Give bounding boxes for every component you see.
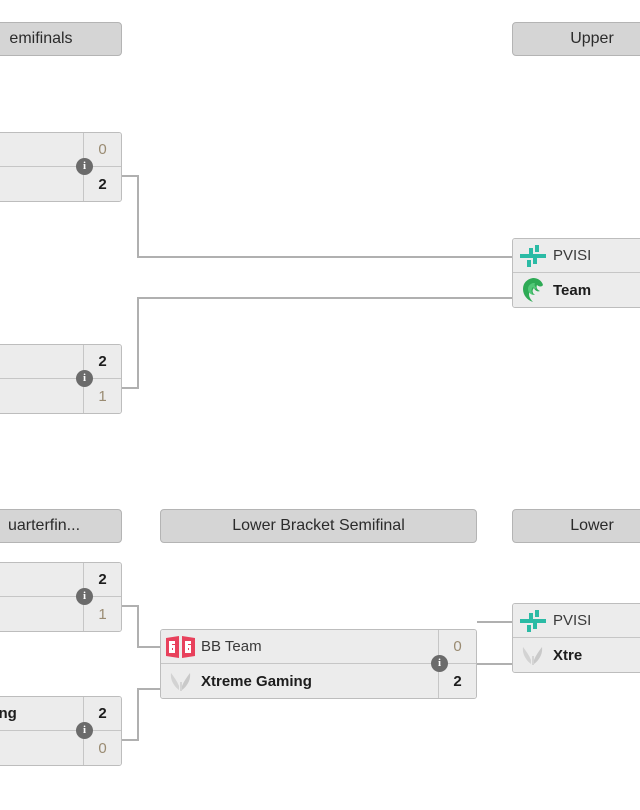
team-score: 2 — [83, 345, 121, 378]
xtreme-gaming-logo-icon — [170, 673, 191, 691]
match-row-bottom[interactable]: 2 — [0, 167, 121, 201]
bracket-connector-lb-qf1-drop — [137, 605, 139, 648]
team-score: 1 — [83, 597, 121, 631]
team-logo — [161, 630, 201, 664]
team-name: Xtreme Gaming — [201, 672, 312, 690]
team-spirit-logo-icon — [523, 278, 543, 302]
bracket-connector-lb-qf2-stub — [122, 739, 139, 741]
match-lb-quarterfinal-2[interactable]: ming 2ry0i — [0, 696, 122, 766]
match-row-top[interactable]: ns2 — [0, 345, 121, 379]
team-logo — [513, 273, 553, 307]
match-row-top[interactable]: 2 — [0, 563, 121, 597]
xtreme-gaming-logo-icon — [522, 647, 543, 665]
team-score: 1 — [83, 379, 121, 413]
team-name: ming — [0, 705, 17, 722]
round-header-upper-semifinals[interactable]: emifinals — [0, 22, 122, 56]
match-row-top[interactable]: ming 2 — [0, 697, 121, 731]
team-name: BB Team — [201, 638, 262, 655]
round-header-upper-bracket-final[interactable]: Upper — [512, 22, 640, 56]
match-lb-final[interactable]: PVISI Xtre — [512, 603, 640, 673]
round-header-lower-quarterfinal[interactable]: uarterfin... — [0, 509, 122, 543]
pvision-logo-icon — [520, 244, 546, 267]
team-name: Team — [553, 281, 592, 299]
bracket-connector-ub-join-bot — [137, 297, 514, 299]
team-score: 2 — [83, 563, 121, 596]
bracket-connector-ub-sf2-stub — [122, 387, 139, 389]
match-ub-final[interactable]: PVISI Team — [512, 238, 640, 308]
match-row-bottom[interactable]: Xtre — [513, 638, 640, 672]
team-name: Xtre — [553, 646, 583, 664]
bracket-connector-lb-qf1-in — [137, 646, 162, 648]
bracket-connector-lb-qf2-in — [137, 688, 162, 690]
bracket-connector-ub-sf1-stub — [122, 175, 139, 177]
bracket-connector-ub-sf1-drop — [137, 175, 139, 257]
team-score: 0 — [83, 133, 121, 166]
team-name: ns — [0, 353, 83, 370]
pvision-logo-icon — [520, 609, 546, 632]
bb-team-logo-icon — [166, 635, 195, 658]
team-logo — [513, 638, 553, 672]
match-row-bottom[interactable]: 1 — [0, 379, 121, 413]
team-name: PVISI — [553, 612, 592, 629]
match-ub-semifinal-1[interactable]: ing02i — [0, 132, 122, 202]
team-name: PVISI — [553, 247, 592, 264]
match-info-icon[interactable]: i — [431, 655, 448, 672]
bracket-connector-ub-join-top — [137, 256, 514, 258]
match-info-icon[interactable]: i — [76, 158, 93, 175]
bracket-connector-lb-qf2-rise — [137, 688, 139, 741]
bracket-connector-lb-qf1-stub — [122, 605, 139, 607]
team-name: ry — [0, 740, 83, 757]
team-score: 2 — [83, 697, 121, 730]
bracket-connector-ub-sf2-rise — [137, 297, 139, 389]
match-info-icon[interactable]: i — [76, 370, 93, 387]
match-info-icon[interactable]: i — [76, 722, 93, 739]
match-row-bottom[interactable]: Xtreme Gaming 2 — [161, 664, 476, 698]
round-header-lower-bracket-semifinal[interactable]: Lower Bracket Semifinal — [160, 509, 477, 543]
match-row-bottom[interactable]: 1 — [0, 597, 121, 631]
bracket-connector-lb-final-stub — [477, 621, 514, 623]
team-score: 2 — [438, 664, 476, 698]
match-row-top[interactable]: PVISI — [513, 239, 640, 273]
match-row-top[interactable]: ing0 — [0, 133, 121, 167]
match-row-top[interactable]: PVISI — [513, 604, 640, 638]
team-score: 0 — [83, 731, 121, 765]
team-logo — [161, 664, 201, 698]
round-header-lower-bracket-final[interactable]: Lower — [512, 509, 640, 543]
match-ub-semifinal-2[interactable]: ns21i — [0, 344, 122, 414]
round-header-label: uarterfin... — [7, 517, 81, 534]
match-row-bottom[interactable]: ry0 — [0, 731, 121, 765]
round-header-label: Upper — [570, 30, 614, 47]
match-info-icon[interactable]: i — [76, 588, 93, 605]
team-logo — [513, 239, 553, 273]
round-header-label: emifinals — [9, 30, 73, 47]
bracket-connector-lb-sf-out — [477, 663, 514, 665]
team-name: ing — [0, 141, 83, 158]
team-score: 2 — [83, 167, 121, 201]
team-score: 0 — [438, 630, 476, 663]
match-row-top[interactable]: BB Team 0 — [161, 630, 476, 664]
team-logo — [513, 604, 553, 638]
round-header-label: Lower Bracket Semifinal — [232, 517, 405, 534]
round-header-label: Lower — [570, 517, 614, 534]
match-row-bottom[interactable]: Team — [513, 273, 640, 307]
